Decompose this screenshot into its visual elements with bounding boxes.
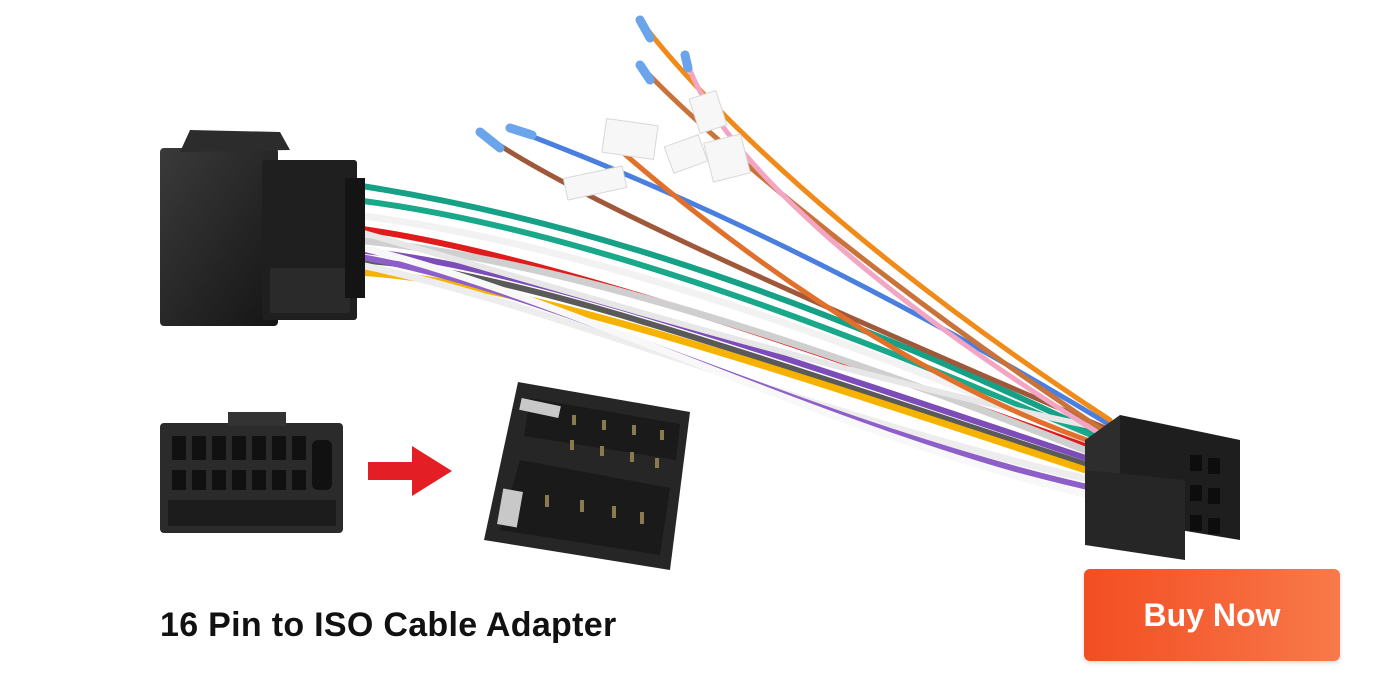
connector-16pin-icon [160, 412, 343, 533]
buy-now-button[interactable]: Buy Now [1084, 569, 1340, 661]
wire-labels [562, 89, 751, 201]
head-unit-connector [1085, 415, 1240, 560]
car-side-connector [160, 130, 365, 326]
wire-harness [351, 15, 1114, 504]
product-title: 16 Pin to ISO Cable Adapter [160, 606, 617, 644]
arrow-right-icon [368, 446, 452, 496]
iso-connector-icon [484, 382, 690, 570]
